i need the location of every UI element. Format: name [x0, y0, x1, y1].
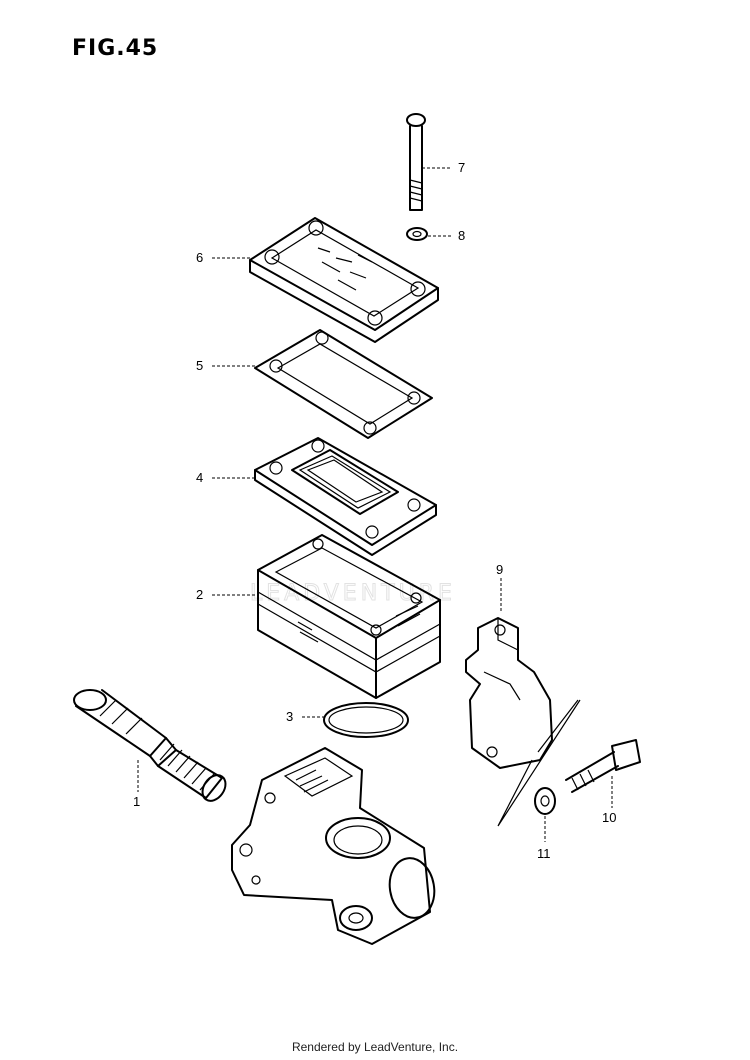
callout-4[interactable]: 4: [196, 470, 203, 485]
callout-2[interactable]: 2: [196, 587, 203, 602]
master-cylinder-housing: [231, 747, 436, 945]
part-4-diaphragm[interactable]: [254, 437, 437, 556]
part-8-washer[interactable]: [406, 227, 428, 241]
figure-title: FIG.45: [72, 36, 159, 61]
part-9-clamp[interactable]: [465, 617, 553, 769]
footer-credit: Rendered by LeadVenture, Inc.: [291, 1040, 459, 1054]
callout-3[interactable]: 3: [286, 709, 293, 724]
watermark-text: LEADVENTURE: [250, 581, 456, 606]
assembly-centerline: [497, 699, 581, 827]
part-1-piston-spring[interactable]: [73, 689, 230, 805]
callout-8[interactable]: 8: [458, 228, 465, 243]
part-2-reservoir-body[interactable]: [257, 534, 441, 699]
callout-5[interactable]: 5: [196, 358, 203, 373]
part-11-washer[interactable]: [534, 787, 556, 815]
callout-9[interactable]: 9: [496, 562, 503, 577]
part-5-gasket-plate[interactable]: [254, 329, 433, 439]
callout-6[interactable]: 6: [196, 250, 203, 265]
part-7-screw[interactable]: [406, 113, 426, 211]
callout-11[interactable]: 11: [537, 846, 551, 861]
part-6-reservoir-cap[interactable]: [249, 217, 439, 343]
callout-7[interactable]: 7: [458, 160, 465, 175]
part-10-clamp-bolt[interactable]: [565, 739, 641, 793]
part-3-o-ring[interactable]: [323, 702, 409, 738]
callout-10[interactable]: 10: [602, 810, 616, 825]
callout-1[interactable]: 1: [133, 794, 140, 809]
